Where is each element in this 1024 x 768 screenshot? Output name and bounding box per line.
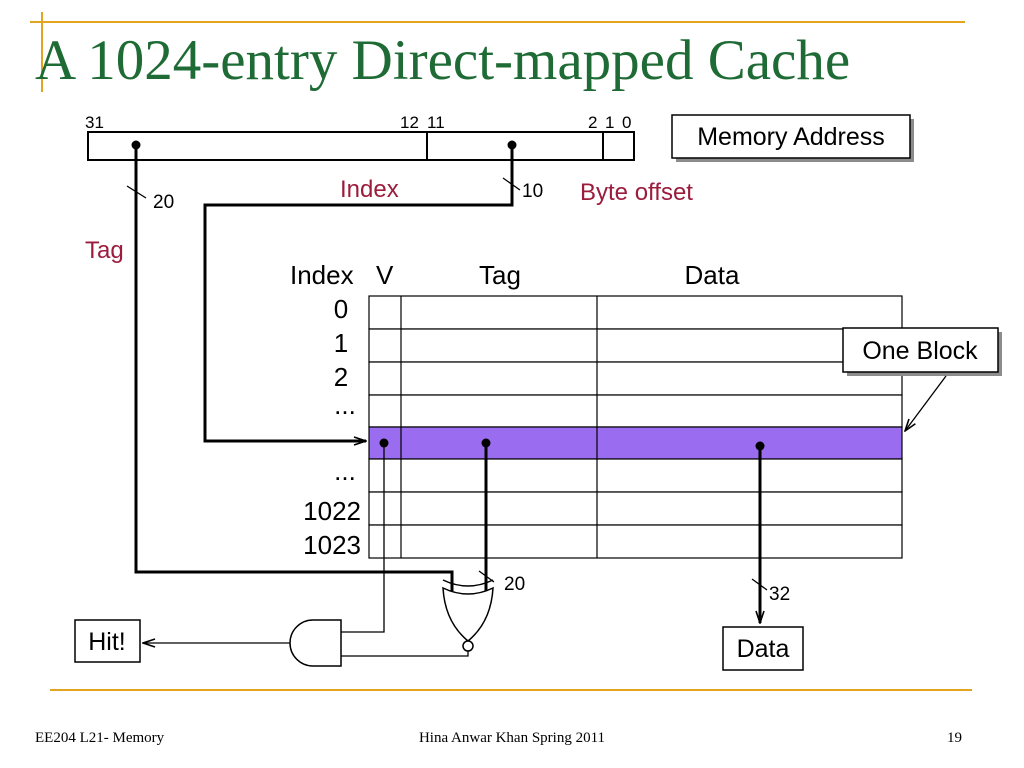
index-tap-dot bbox=[507, 140, 517, 150]
cache-row-selected bbox=[368, 426, 903, 460]
tag-wire bbox=[134, 145, 454, 591]
address-register bbox=[87, 131, 635, 161]
cache-row bbox=[368, 458, 903, 493]
page-number: 19 bbox=[947, 730, 962, 746]
data-output-box bbox=[722, 626, 804, 671]
column-header-valid: V bbox=[376, 260, 394, 290]
compare-width-label: 20 bbox=[504, 574, 525, 595]
row-label: 1023 bbox=[303, 530, 361, 560]
cache-row bbox=[368, 295, 903, 330]
cache-row bbox=[368, 394, 903, 428]
row-label: ... bbox=[334, 390, 356, 420]
index-field-label: Index bbox=[340, 176, 399, 203]
bit-0-label: 0 bbox=[622, 113, 631, 132]
cache-row bbox=[368, 361, 903, 396]
address-register-group: 31 12 11 2 1 0 bbox=[85, 113, 635, 161]
data-output-label: Data bbox=[737, 635, 790, 663]
index-width-slash bbox=[502, 177, 521, 191]
column-header-tag: Tag bbox=[479, 260, 521, 290]
compare-result-wire bbox=[341, 651, 469, 657]
bit-2-label: 2 bbox=[588, 113, 597, 132]
one-block-pointer bbox=[905, 375, 947, 431]
cache-table bbox=[368, 295, 903, 559]
data-width-label: 32 bbox=[769, 584, 790, 605]
comparator-xnor-gate bbox=[442, 579, 494, 652]
xnor-inversion-bubble bbox=[462, 640, 474, 652]
bit-11-label: 11 bbox=[427, 113, 445, 132]
footer-course: EE204 L21- Memory bbox=[35, 730, 165, 746]
data-bit-dot bbox=[755, 441, 765, 451]
valid-wire bbox=[341, 443, 385, 633]
memory-address-box bbox=[671, 114, 911, 159]
hit-output-label: Hit! bbox=[88, 628, 126, 656]
tag-field-label: Tag bbox=[85, 237, 124, 264]
cache-row bbox=[368, 491, 903, 526]
bit-31-label: 31 bbox=[85, 113, 104, 132]
slide-title: A 1024-entry Direct-mapped Cache bbox=[35, 29, 850, 92]
valid-bit-dot bbox=[379, 438, 389, 448]
bit-12-label: 12 bbox=[400, 113, 419, 132]
one-block-box bbox=[842, 327, 999, 373]
xnor-input-curve bbox=[442, 579, 494, 587]
index-width-label: 10 bbox=[522, 181, 543, 202]
tag-bit-dot bbox=[481, 438, 491, 448]
tag-tap-dot bbox=[131, 140, 141, 150]
cache-row bbox=[368, 328, 903, 363]
row-label: 1 bbox=[334, 328, 348, 358]
footer-author: Hina Anwar Khan Spring 2011 bbox=[419, 730, 605, 746]
hit-output-box bbox=[74, 619, 141, 663]
data-width-slash bbox=[751, 578, 768, 591]
row-label: 0 bbox=[334, 294, 348, 324]
one-block-label: One Block bbox=[862, 337, 978, 365]
xnor-body bbox=[442, 586, 494, 642]
column-header-index: Index bbox=[290, 260, 354, 290]
column-header-data: Data bbox=[685, 260, 740, 290]
tag-width-label: 20 bbox=[153, 192, 174, 213]
bit-1-label: 1 bbox=[605, 113, 614, 132]
tag-width-slash bbox=[126, 185, 147, 199]
row-label: ... bbox=[334, 456, 356, 486]
hit-and-gate bbox=[289, 619, 342, 667]
row-label: 2 bbox=[334, 362, 348, 392]
byte-offset-label: Byte offset bbox=[580, 179, 693, 206]
row-label: 1022 bbox=[303, 496, 361, 526]
cache-row bbox=[368, 524, 903, 559]
memory-address-label: Memory Address bbox=[697, 123, 885, 151]
